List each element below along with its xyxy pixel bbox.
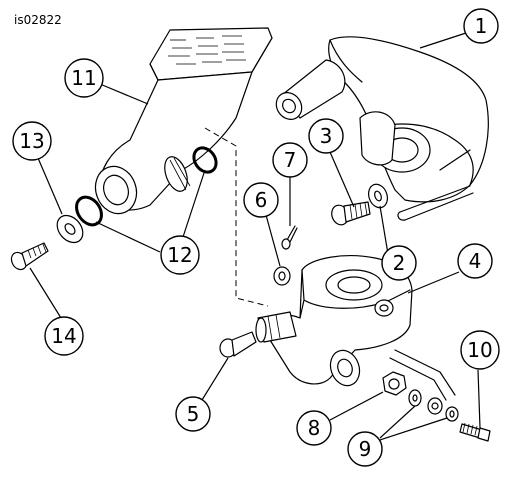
callout-8: 8	[296, 410, 332, 446]
callout-4: 4	[457, 243, 493, 279]
svg-text:11: 11	[71, 66, 96, 90]
callout-7: 7	[272, 142, 308, 178]
svg-text:2: 2	[393, 251, 406, 275]
part-1-mounting-bracket	[275, 36, 489, 221]
svg-text:5: 5	[187, 402, 200, 426]
part-10-bolt	[459, 422, 491, 442]
callout-1: 1	[463, 8, 499, 44]
svg-text:7: 7	[284, 148, 297, 172]
svg-text:14: 14	[51, 324, 76, 348]
svg-text:1: 1	[475, 14, 488, 38]
callout-13: 13	[12, 121, 52, 161]
callout-9: 9	[347, 431, 383, 467]
assembly-dashed-line	[204, 127, 269, 307]
part-8-nut	[382, 371, 407, 396]
part-9-washers	[408, 389, 459, 422]
callout-2: 2	[381, 245, 417, 281]
part-4-pivot-block	[255, 255, 456, 401]
svg-text:10: 10	[467, 338, 492, 362]
part-3-screw	[331, 201, 371, 226]
callout-12: 12	[160, 235, 200, 275]
svg-text:12: 12	[167, 243, 192, 267]
callout-5: 5	[175, 396, 211, 432]
callout-14: 14	[44, 316, 84, 356]
callout-6: 6	[243, 182, 279, 218]
part-2-washer	[367, 183, 389, 209]
part-11-brake-pedal	[94, 27, 273, 215]
leader-lines	[29, 32, 481, 441]
part-6-washer	[273, 266, 291, 286]
figure-reference-id: is02822	[14, 13, 62, 27]
svg-text:6: 6	[255, 188, 268, 212]
svg-text:9: 9	[359, 437, 372, 461]
svg-text:8: 8	[308, 416, 321, 440]
part-14-screw	[10, 242, 49, 271]
callout-10: 10	[460, 330, 500, 370]
part-5-clevis-pin	[219, 331, 257, 358]
callout-3: 3	[308, 118, 344, 154]
svg-text:4: 4	[469, 249, 482, 273]
svg-text:3: 3	[320, 124, 333, 148]
callout-11: 11	[64, 58, 104, 98]
svg-text:13: 13	[19, 129, 44, 153]
part-13-washer	[56, 214, 84, 244]
part-7-split-pin	[281, 225, 298, 250]
